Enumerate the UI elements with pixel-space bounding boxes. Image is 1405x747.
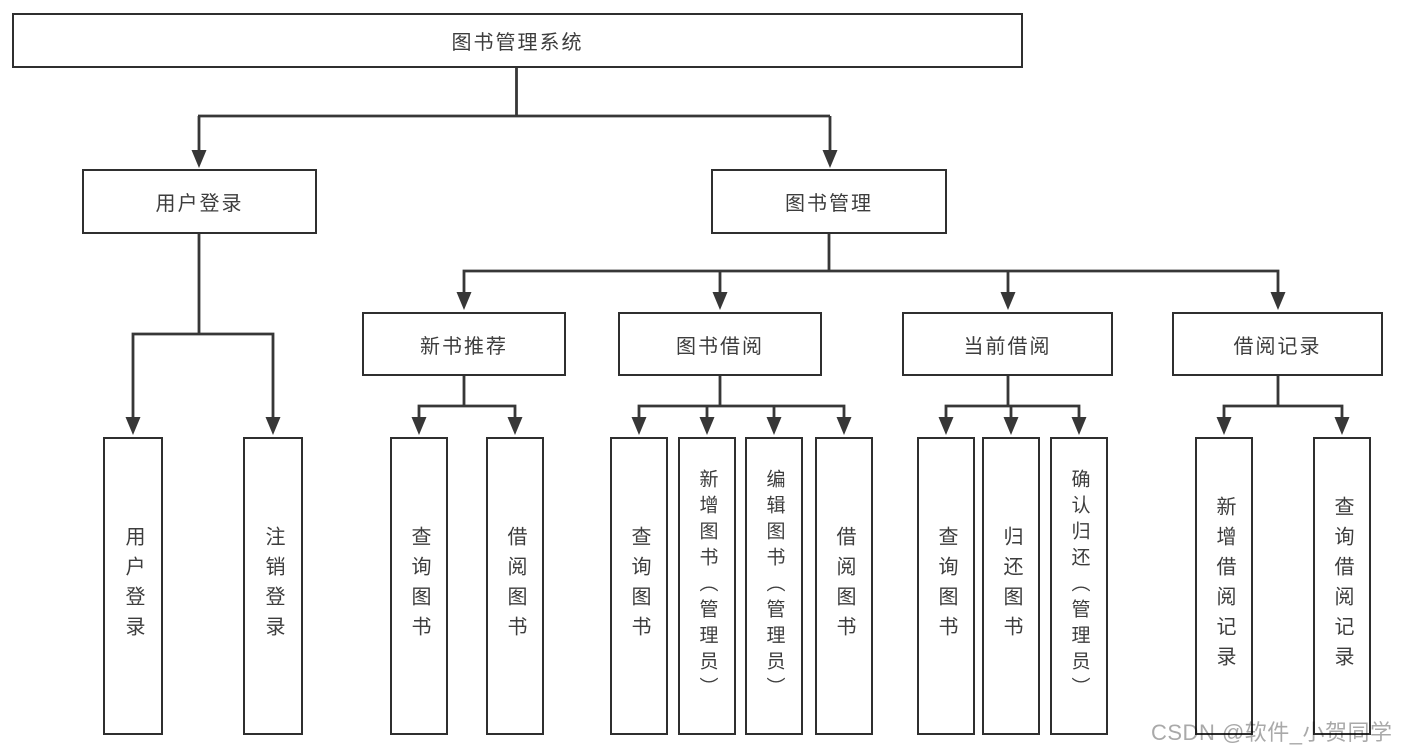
node-book-borrow: 图书借阅 [618, 312, 822, 376]
node-label: 新增图书（管理员） [696, 469, 718, 703]
node-borrow-records: 借阅记录 [1172, 312, 1383, 376]
node-label: 归还图书 [1000, 526, 1022, 646]
node-label: 借阅图书 [833, 526, 855, 646]
node-current-borrow: 当前借阅 [902, 312, 1113, 376]
node-label: 用户登录 [122, 526, 144, 646]
leaf-add-borrow-record: 新增借阅记录 [1195, 437, 1253, 735]
leaf-borrow-books: 借阅图书 [815, 437, 873, 735]
leaf-logout: 注销登录 [243, 437, 303, 735]
csdn-watermark: CSDN @软件_小贺同学 [1151, 720, 1393, 745]
leaf-query-borrow-record: 查询借阅记录 [1313, 437, 1371, 735]
leaf-edit-book-admin: 编辑图书（管理员） [745, 437, 803, 735]
leaf-query-books-borrow: 查询图书 [610, 437, 668, 735]
node-library-management-system: 图书管理系统 [12, 13, 1023, 68]
leaf-query-books-recommend: 查询图书 [390, 437, 448, 735]
leaf-add-book-admin: 新增图书（管理员） [678, 437, 736, 735]
leaf-return-book: 归还图书 [982, 437, 1040, 735]
node-label: 图书管理系统 [451, 32, 584, 54]
node-label: 查询图书 [935, 526, 957, 646]
node-label: 借阅记录 [1233, 335, 1322, 358]
node-label: 注销登录 [262, 526, 284, 646]
node-book-management: 图书管理 [711, 169, 947, 234]
node-label: 新增借阅记录 [1213, 496, 1235, 676]
node-label: 查询借阅记录 [1331, 496, 1353, 676]
node-label: 新书推荐 [420, 335, 508, 358]
node-label: 查询图书 [408, 526, 430, 646]
node-label: 借阅图书 [504, 526, 526, 646]
node-label: 编辑图书（管理员） [763, 469, 785, 703]
node-label: 查询图书 [628, 526, 650, 646]
leaf-borrow-books-recommend: 借阅图书 [486, 437, 544, 735]
node-label: 当前借阅 [963, 335, 1052, 358]
node-new-book-recommend: 新书推荐 [362, 312, 566, 376]
leaf-query-books-current: 查询图书 [917, 437, 975, 735]
leaf-user-login: 用户登录 [103, 437, 163, 735]
leaf-confirm-return-admin: 确认归还（管理员） [1050, 437, 1108, 735]
node-user-login: 用户登录 [82, 169, 317, 234]
node-label: 用户登录 [155, 193, 244, 215]
node-label: 确认归还（管理员） [1068, 469, 1090, 703]
node-label: 图书借阅 [676, 335, 764, 358]
node-label: 图书管理 [785, 193, 873, 215]
